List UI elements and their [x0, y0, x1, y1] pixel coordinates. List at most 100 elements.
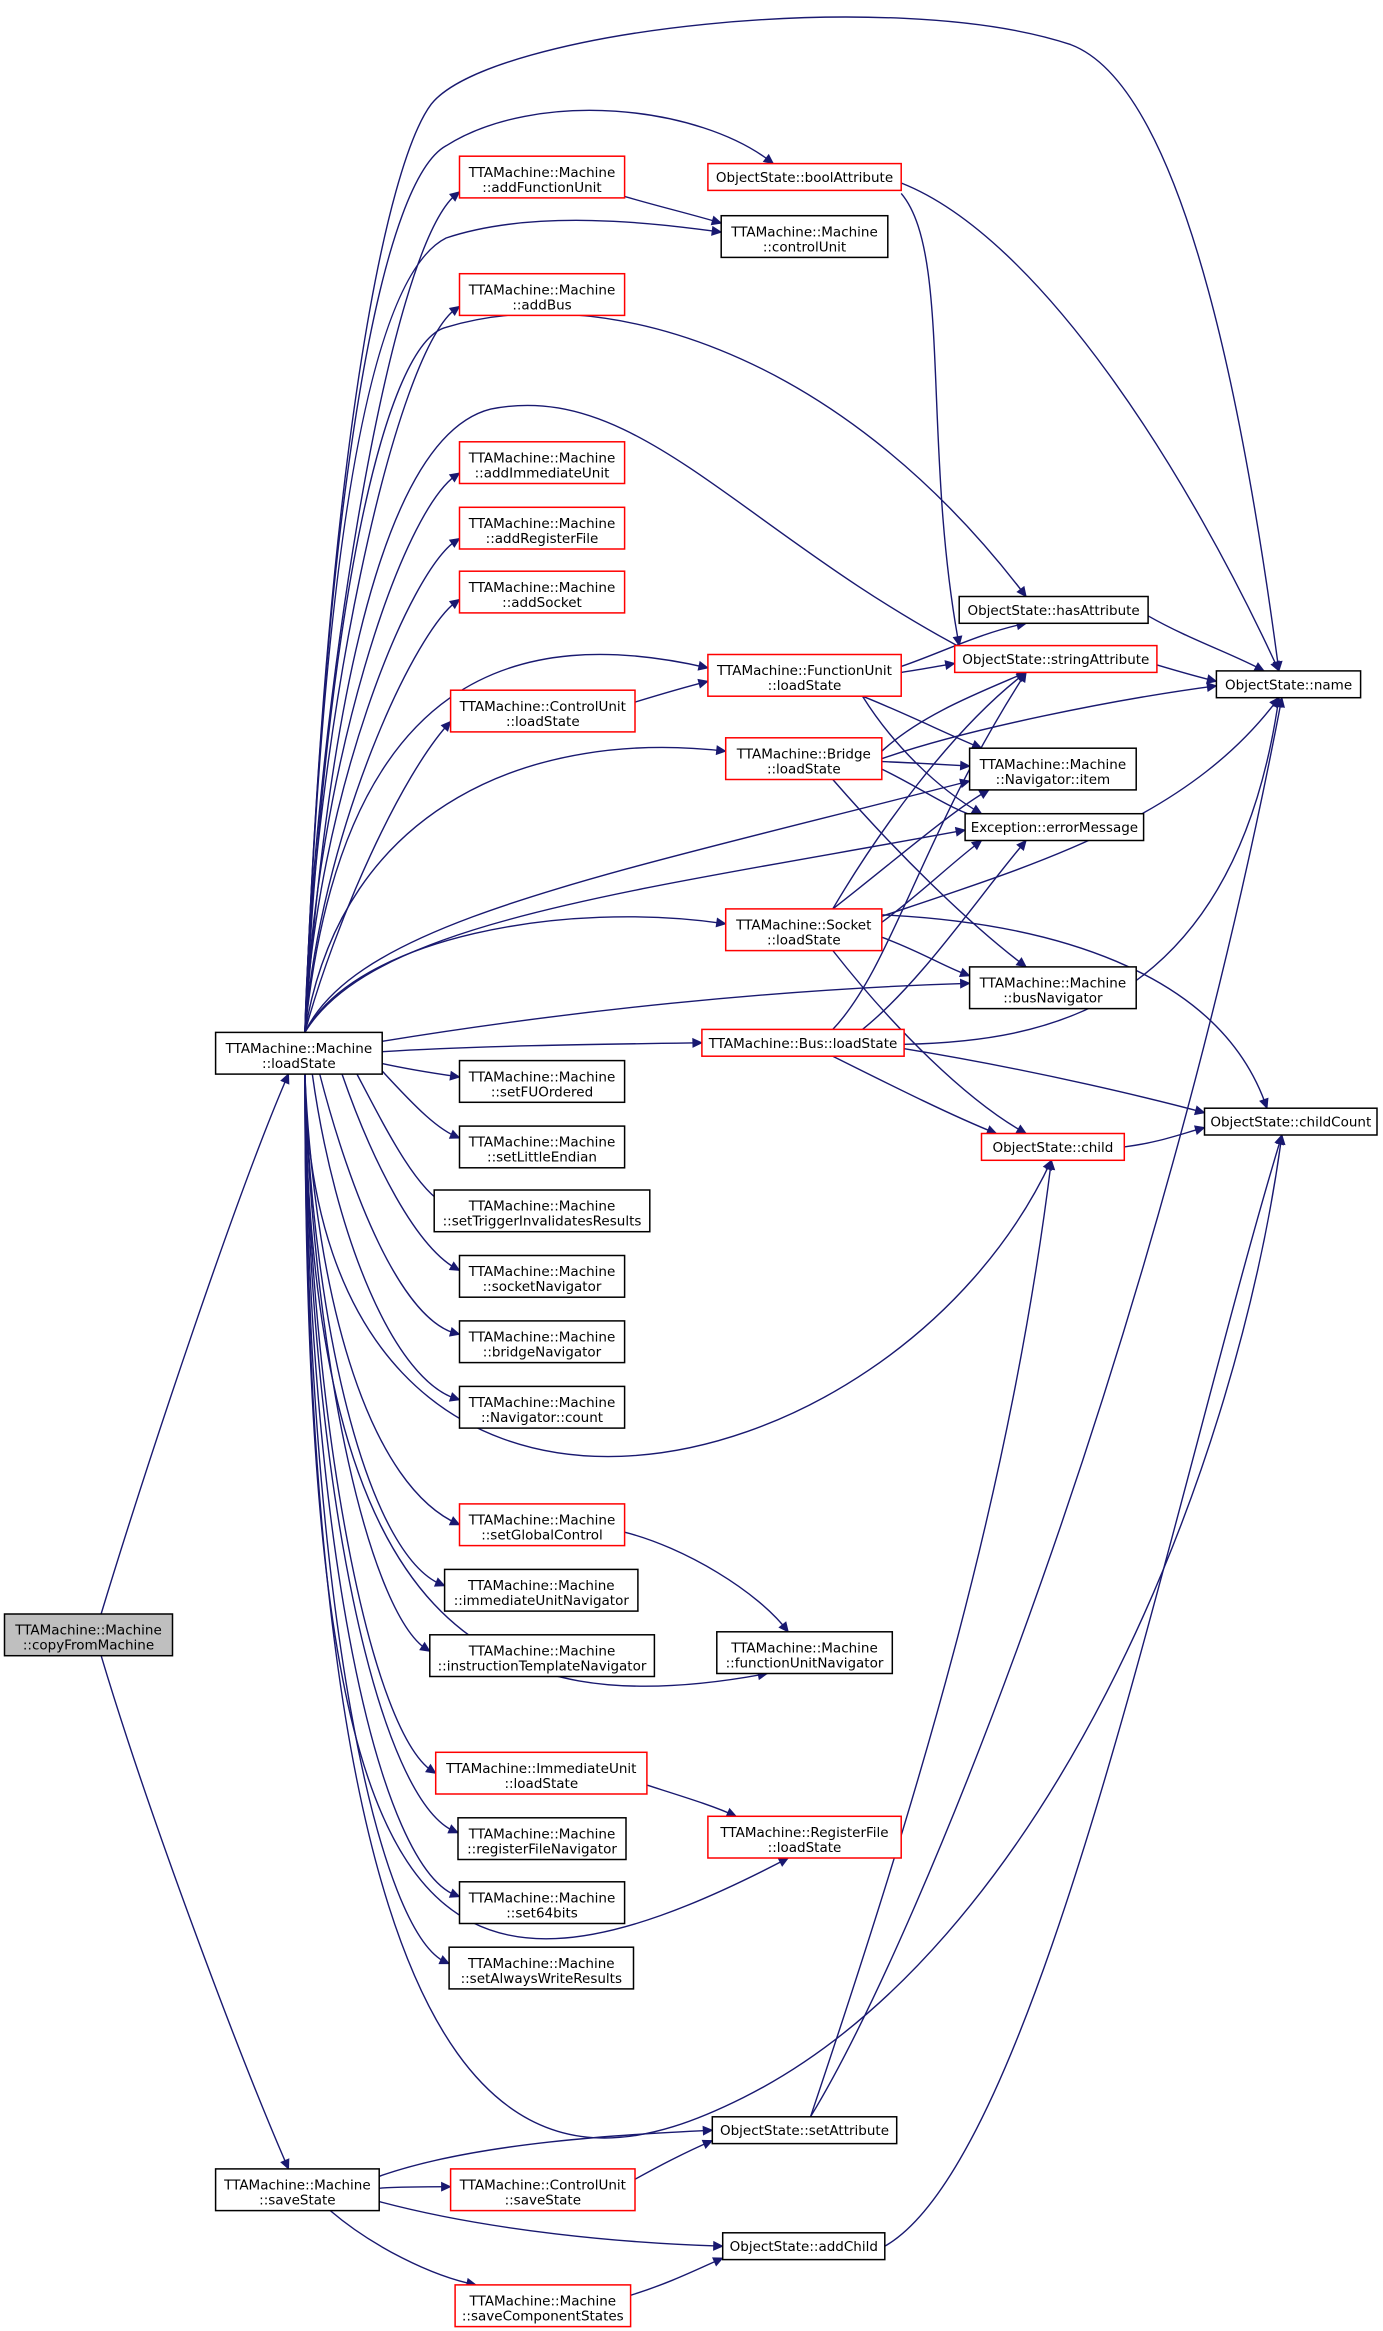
node-registerFileNavigator[interactable]: TTAMachine::Machine::registerFileNavigat… [457, 1817, 627, 1861]
node-label-line1: TTAMachine::Machine [469, 2294, 617, 2310]
edge-loadState-to-busLoadState [382, 1042, 702, 1053]
node-label-line2: ::setAlwaysWriteResults [461, 1971, 622, 1987]
edge-bridgeLoadState-to-busNavigator [832, 779, 1027, 968]
node-stringAttribute[interactable]: ObjectState::stringAttribute [953, 644, 1158, 674]
node-addSocket[interactable]: TTAMachine::Machine::addSocket [458, 570, 626, 614]
node-box [1215, 670, 1362, 699]
node-label-line1: TTAMachine::Machine [223, 2178, 371, 2194]
arrowhead-loadState-to-errorMessage [954, 826, 967, 837]
node-label-line1: ObjectState::hasAttribute [967, 603, 1139, 619]
node-label-line1: TTAMachine::Machine [468, 1069, 616, 1085]
node-errorMessage[interactable]: Exception::errorMessage [964, 812, 1145, 842]
edge-loadState-to-socketNavigator [341, 1073, 460, 1272]
node-setLittleEndian[interactable]: TTAMachine::Machine::setLittleEndian [458, 1125, 626, 1169]
node-addChild[interactable]: ObjectState::addChild [721, 2232, 886, 2261]
node-label-line2: ::setFUOrdered [491, 1084, 593, 1100]
node-cuSaveState[interactable]: TTAMachine::ControlUnit::saveState [449, 2168, 636, 2212]
node-socketNavigator[interactable]: TTAMachine::Machine::socketNavigator [458, 1254, 626, 1298]
edge-copyFromMachine-to-loadState [100, 1073, 290, 1615]
node-bridgeNavigator[interactable]: TTAMachine::Machine::bridgeNavigator [458, 1320, 626, 1364]
arrowhead-copyFromMachine-to-loadState [280, 1072, 290, 1085]
arrowhead-loadState-to-cuLoadState [440, 720, 452, 732]
arrowhead-loadState-to-addFunctionUnit [449, 191, 461, 202]
node-addFunctionUnit[interactable]: TTAMachine::Machine::addFunctionUnit [458, 155, 626, 199]
edge-saveState-to-cuSaveState [379, 2186, 451, 2189]
edge-addChild-to-childCount [884, 1134, 1283, 2247]
node-box [1203, 1107, 1378, 1136]
node-set64bits[interactable]: TTAMachine::Machine::set64bits [458, 1881, 626, 1925]
arrowhead-copyFromMachine-to-saveState [280, 2158, 290, 2170]
node-setFUOrdered[interactable]: TTAMachine::Machine::setFUOrdered [458, 1059, 626, 1104]
node-label-line2: ::addSocket [502, 595, 582, 611]
edge-loadState-to-childCount [304, 1073, 1283, 2139]
node-setTriggerInvalidatesResults[interactable]: TTAMachine::Machine::setTriggerInvalidat… [433, 1189, 651, 1233]
node-iuLoadState[interactable]: TTAMachine::ImmediateUnit::loadState [434, 1751, 648, 1795]
node-functionUnitNavigator[interactable]: TTAMachine::Machine::functionUnitNavigat… [716, 1631, 894, 1675]
node-box [458, 1320, 626, 1364]
edge-loadState-to-navigatorItem [304, 780, 970, 1033]
arrowhead-socketLoadState-to-errorMessage [970, 839, 983, 851]
node-hasAttribute[interactable]: ObjectState::hasAttribute [958, 595, 1149, 625]
arrowhead-bridgeLoadState-to-busNavigator [1015, 957, 1028, 968]
edge-saveComponentStates-to-addChild [630, 2257, 723, 2296]
edge-loadState-to-hasAttribute [304, 313, 1027, 1033]
edge-loadState-to-setGlobalControl [304, 1073, 460, 1526]
arrowhead-setAttribute-to-name [1275, 696, 1285, 708]
edge-socketLoadState-to-errorMessage [881, 839, 982, 923]
edge-fuLoadState-to-hasAttribute [900, 622, 1027, 668]
node-copyFromMachine[interactable]: TTAMachine::Machine::copyFromMachine [3, 1613, 174, 1657]
node-box [458, 1503, 626, 1547]
node-label-line2: ::immediateUnitNavigator [454, 1593, 630, 1609]
arrowhead-setGlobalControl-to-functionUnitNavigator [778, 1621, 789, 1633]
arrowhead-loadState-to-fuLoadState [697, 660, 710, 671]
node-setAttribute[interactable]: ObjectState::setAttribute [711, 2116, 898, 2145]
node-navigatorItem[interactable]: TTAMachine::Machine::Navigator::item [968, 747, 1137, 791]
node-immediateUnitNavigator[interactable]: TTAMachine::Machine::immediateUnitNaviga… [443, 1568, 639, 1612]
node-label-line1: TTAMachine::Machine [467, 1956, 615, 1972]
node-bridgeLoadState[interactable]: TTAMachine::Bridge::loadState [724, 737, 883, 781]
node-box [433, 1189, 651, 1233]
node-label-line1: ObjectState::name [1225, 677, 1352, 693]
node-busLoadState[interactable]: TTAMachine::Bus::loadState [701, 1028, 905, 1057]
node-addRegisterFile[interactable]: TTAMachine::Machine::addRegisterFile [458, 506, 626, 550]
node-name[interactable]: ObjectState::name [1215, 670, 1362, 699]
node-saveComponentStates[interactable]: TTAMachine::Machine::saveComponentStates [454, 2284, 632, 2328]
arrowhead-busLoadState-to-stringAttribute [1016, 671, 1027, 684]
node-label-line1: TTAMachine::Machine [468, 580, 616, 596]
node-boolAttribute[interactable]: ObjectState::boolAttribute [707, 162, 902, 192]
node-busNavigator[interactable]: TTAMachine::Machine::busNavigator [968, 966, 1137, 1010]
node-controlUnit[interactable]: TTAMachine::Machine::controlUnit [720, 214, 889, 259]
edge-loadState-to-iuLoadState [304, 1073, 437, 1774]
arrowhead-bridgeLoadState-to-name [1206, 682, 1218, 693]
edge-loadState-to-controlUnit [304, 219, 722, 1033]
node-rfLoadState[interactable]: TTAMachine::RegisterFile::loadState [707, 1815, 902, 1859]
edge-busLoadState-to-child [832, 1055, 997, 1135]
edge-loadState-to-addFunctionUnit [304, 191, 460, 1033]
node-addBus[interactable]: TTAMachine::Machine::addBus [458, 272, 626, 317]
node-loadState[interactable]: TTAMachine::Machine::loadState [214, 1031, 383, 1075]
edge-saveState-to-saveComponentStates [329, 2209, 477, 2286]
node-addImmediateUnit[interactable]: TTAMachine::Machine::addImmediateUnit [458, 441, 626, 485]
node-setAlwaysWriteResults[interactable]: TTAMachine::Machine::setAlwaysWriteResul… [448, 1946, 635, 1990]
node-box [214, 2168, 380, 2212]
node-instructionTemplateNavigator[interactable]: TTAMachine::Machine::instructionTemplate… [429, 1634, 656, 1678]
node-navigatorCount[interactable]: TTAMachine::Machine::Navigator::count [458, 1385, 626, 1429]
node-childCount[interactable]: ObjectState::childCount [1203, 1107, 1378, 1136]
node-box [458, 155, 626, 199]
node-socketLoadState[interactable]: TTAMachine::Socket::loadState [724, 908, 883, 952]
edge-busLoadState-to-stringAttribute [832, 672, 1027, 1030]
node-cuLoadState[interactable]: TTAMachine::ControlUnit::loadState [449, 689, 636, 733]
node-saveState[interactable]: TTAMachine::Machine::saveState [214, 2168, 380, 2212]
node-box [707, 162, 902, 192]
edge-addFunctionUnit-to-controlUnit [624, 195, 722, 224]
node-fuLoadState[interactable]: TTAMachine::FunctionUnit::loadState [707, 653, 902, 697]
edge-loadState-to-rfLoadState [304, 1073, 789, 1940]
arrowhead-boolAttribute-to-stringAttribute [952, 635, 963, 647]
edge-fuLoadState-to-navigatorItem [862, 695, 982, 749]
edge-setAttribute-to-name [809, 697, 1283, 2118]
node-setGlobalControl[interactable]: TTAMachine::Machine::setGlobalControl [458, 1503, 626, 1547]
node-label-line1: ObjectState::setAttribute [720, 2123, 889, 2139]
node-label-line1: TTAMachine::Machine [468, 1890, 616, 1906]
node-child[interactable]: ObjectState::child [980, 1132, 1126, 1162]
node-label-line1: TTAMachine::Machine [468, 516, 616, 532]
